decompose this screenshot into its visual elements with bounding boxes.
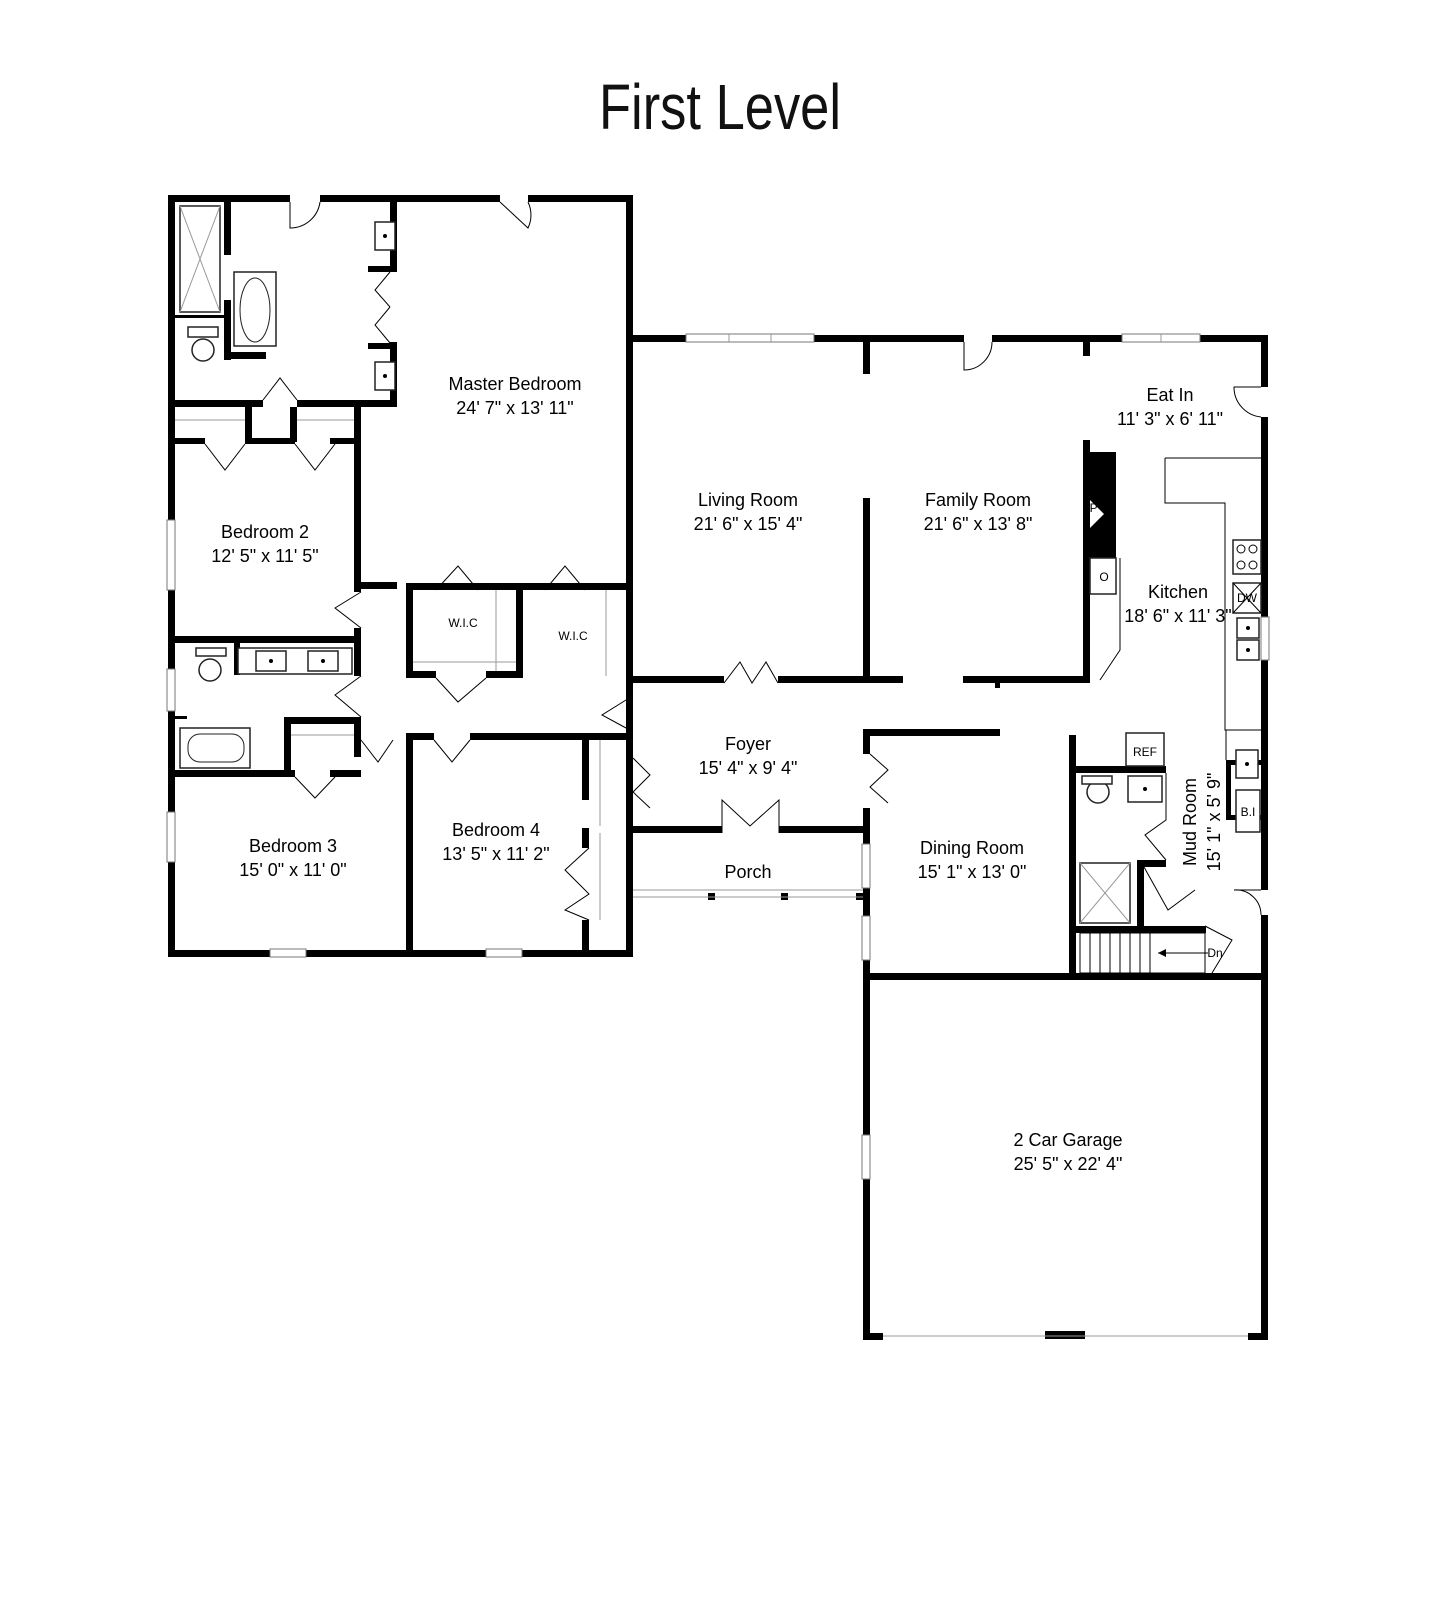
mud-room-name: Mud Room	[1180, 778, 1200, 866]
windows	[166, 333, 1270, 1180]
bedroom4-name: Bedroom 4	[452, 820, 540, 840]
living-room-name: Living Room	[698, 490, 798, 510]
foyer-name: Foyer	[725, 734, 771, 754]
eat-in-dims: 11' 3" x 6' 11"	[1117, 409, 1223, 429]
bedroom2-name: Bedroom 2	[221, 522, 309, 542]
dining-room-name: Dining Room	[920, 838, 1024, 858]
mud-room-dims: 15' 1" x 5' 9"	[1204, 773, 1224, 872]
doors	[204, 201, 1262, 974]
bedroom3-name: Bedroom 3	[249, 836, 337, 856]
oven-label: O	[1099, 570, 1108, 584]
family-room-dims: 21' 6" x 13' 8"	[924, 514, 1033, 534]
plumbing-fixtures	[179, 205, 1262, 924]
wic-label-1: W.I.C	[448, 616, 478, 630]
built-in-label: B.I	[1241, 805, 1256, 819]
family-room-name: Family Room	[925, 490, 1031, 510]
garage-name: 2 Car Garage	[1013, 1130, 1122, 1150]
refrigerator-label: REF	[1133, 745, 1157, 759]
master-bedroom-name: Master Bedroom	[448, 374, 581, 394]
fixture-labels: W.I.C W.I.C FP O DW REF B.I Dn	[448, 501, 1257, 960]
bedroom2-dims: 12' 5" x 11' 5"	[211, 546, 318, 566]
garage-dims: 25' 5" x 22' 4"	[1014, 1154, 1123, 1174]
interior-lines	[175, 419, 1261, 1337]
foyer-dims: 15' 4" x 9' 4"	[699, 758, 798, 778]
fireplace-label: FP	[1082, 501, 1097, 515]
floor-plan-title: First Level	[598, 71, 842, 143]
master-bedroom-dims: 24' 7" x 13' 11"	[456, 398, 573, 418]
kitchen-name: Kitchen	[1148, 582, 1208, 602]
dining-room-dims: 15' 1" x 13' 0"	[918, 862, 1027, 882]
porch-name: Porch	[724, 862, 771, 882]
bedroom4-dims: 13' 5" x 11' 2"	[442, 844, 549, 864]
eat-in-name: Eat In	[1146, 385, 1193, 405]
bedroom3-dims: 15' 0" x 11' 0"	[239, 860, 346, 880]
living-room-dims: 21' 6" x 15' 4"	[694, 514, 803, 534]
wic-label-2: W.I.C	[558, 629, 588, 643]
dishwasher-label: DW	[1237, 591, 1258, 605]
kitchen-dims: 18' 6" x 11' 3"	[1124, 606, 1231, 626]
stairs-down-label: Dn	[1207, 946, 1222, 960]
room-labels: Master Bedroom 24' 7" x 13' 11" Bedroom …	[211, 374, 1231, 1174]
